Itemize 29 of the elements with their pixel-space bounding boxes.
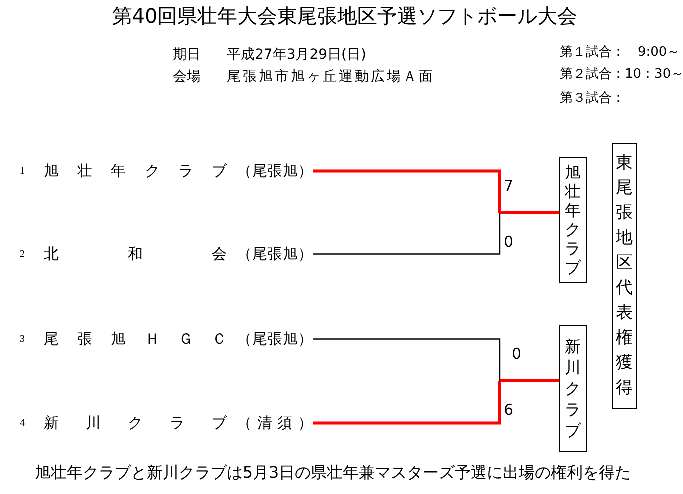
- schedule-text: 第１試合： 9:00～: [560, 46, 680, 60]
- score-label: 0: [512, 346, 522, 362]
- caption: 旭壮年クラブと新川クラブは5月3日の県壮年兼マスターズ予選に出場の権利を得た: [34, 464, 632, 482]
- bracket-line: [313, 381, 502, 425]
- bracket-line: [313, 338, 501, 381]
- field-label: 期日: [173, 48, 201, 64]
- venue-text: 尾張旭市旭ヶ丘運動広場Ａ面: [227, 70, 435, 86]
- team-entry: 新川クラブ （清須）: [44, 415, 313, 432]
- title: 第40回県壮年大会東尾張地区予選ソフトボール大会: [112, 5, 578, 27]
- qualification-box: 東尾張地区代表権獲得: [612, 143, 637, 409]
- bracket-line: [313, 213, 501, 255]
- team-entry: 旭壮年クラブ（尾張旭）: [44, 163, 313, 180]
- winner-box: 新川クラブ: [559, 325, 587, 452]
- date-text: 平成27年3月29日(日): [227, 48, 366, 64]
- team-entry: 北和会 （尾張旭）: [44, 246, 313, 262]
- score-label: 0: [504, 234, 514, 250]
- score-label: 6: [504, 402, 514, 418]
- bracket-line: [313, 170, 502, 213]
- winner-box: 旭壮年クラブ: [559, 157, 587, 283]
- entry-number: 3: [20, 334, 25, 345]
- entry-number: 2: [20, 248, 25, 260]
- bracket-line: [500, 212, 559, 214]
- bracket-line: [500, 380, 559, 382]
- schedule-text: 第３試合：: [560, 92, 625, 106]
- entry-number: 1: [20, 166, 25, 177]
- team-entry: 尾張旭ＨＧＣ（尾張旭）: [44, 331, 313, 348]
- field-label: 会場: [173, 70, 201, 86]
- schedule-text: 第２試合：10：30～: [560, 68, 683, 82]
- entry-number: 4: [20, 418, 25, 429]
